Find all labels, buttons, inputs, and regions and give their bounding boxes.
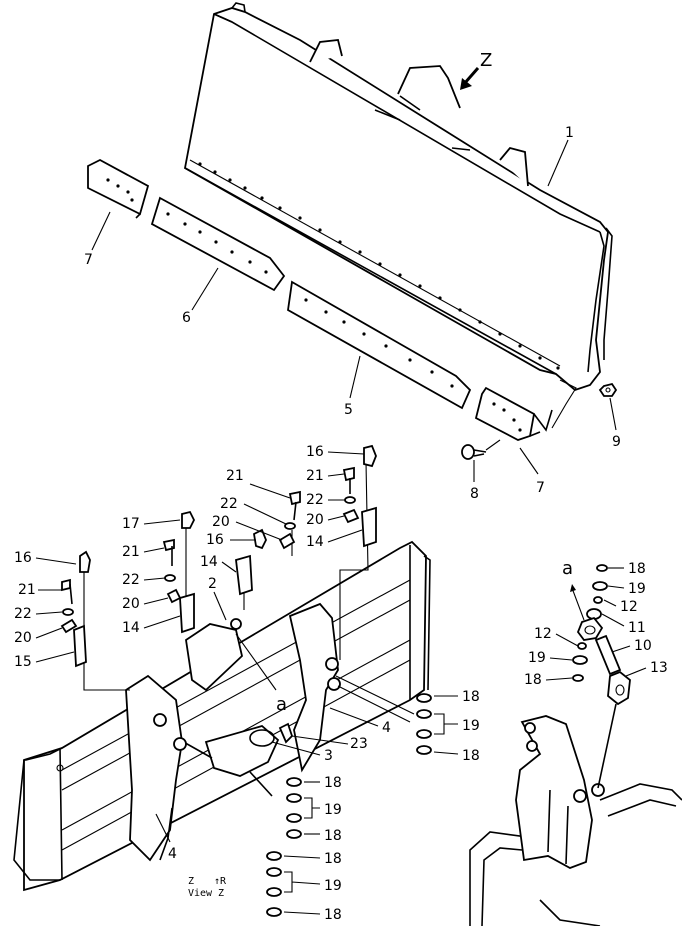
callout-19-middle: 19 [324, 802, 342, 818]
callout-7-right: 7 [536, 480, 545, 496]
view-caption-line1: Z [188, 876, 194, 887]
callout-a-frame: a [276, 694, 287, 715]
cutting-edge-left [150, 196, 286, 292]
callout-22-center: 22 [220, 496, 238, 512]
callout-20-right: 20 [306, 512, 324, 528]
callout-10: 10 [634, 638, 652, 654]
detail-a-brace-assembly [570, 564, 631, 789]
callout-5: 5 [344, 402, 353, 418]
fastener-stack-left [60, 550, 91, 668]
view-caption-arrow: ↑R [214, 876, 227, 887]
blade [183, 2, 613, 392]
callout-19-detail-upper: 19 [628, 581, 646, 597]
callout-23: 23 [350, 736, 368, 752]
callout-1: 1 [565, 125, 574, 141]
end-bit-right [474, 386, 553, 441]
callout-12-detail-upper: 12 [620, 599, 638, 615]
end-bit-left [87, 158, 150, 219]
callout-2: 2 [208, 576, 217, 592]
callout-22-right: 22 [306, 492, 324, 508]
callout-18-middle-a: 18 [324, 775, 342, 791]
callout-14-center: 14 [200, 554, 218, 570]
callout-18-upper-right-a: 18 [462, 689, 480, 705]
callout-16-right: 16 [306, 444, 324, 460]
nut-9 [598, 382, 618, 397]
assembly-guide-lines [83, 461, 415, 723]
view-caption-line2: View [188, 888, 213, 899]
view-caption-sub: Z [218, 888, 224, 899]
callout-4-right: 4 [382, 720, 391, 736]
callout-a-detail: a [562, 558, 573, 579]
callout-19-upper-right: 19 [462, 718, 480, 734]
callout-6: 6 [182, 310, 191, 326]
callout-19-detail-lower: 19 [528, 650, 546, 666]
callout-14-right: 14 [306, 534, 324, 550]
callout-17: 17 [122, 516, 140, 532]
fastener-stack-right [342, 444, 377, 548]
bolt-8 [461, 439, 501, 460]
view-z-arrow: Z [460, 50, 492, 90]
callout-7-left: 7 [84, 252, 93, 268]
callout-18-bottom-b: 18 [324, 907, 342, 923]
callout-21-center: 21 [226, 468, 244, 484]
callout-16-left: 16 [14, 550, 32, 566]
callout-19-bottom: 19 [324, 878, 342, 894]
fastener-stack-center [235, 490, 301, 596]
callout-20-left: 20 [14, 630, 32, 646]
blade-bolt-holes [198, 162, 560, 370]
callout-18-middle-b: 18 [324, 828, 342, 844]
shim-stack-bottom [266, 851, 282, 917]
cutting-edge-center [287, 280, 472, 410]
callout-3: 3 [324, 748, 333, 764]
callout-8: 8 [470, 486, 479, 502]
callout-18-detail-lower: 18 [524, 672, 542, 688]
callout-20-center-left: 20 [122, 596, 140, 612]
detail-a-tractor-frame [469, 715, 682, 926]
callout-22-center-left: 22 [122, 572, 140, 588]
callout-11: 11 [628, 620, 646, 636]
callout-18-upper-right-b: 18 [462, 748, 480, 764]
callout-13: 13 [650, 660, 668, 676]
lower-blade-and-frame [13, 540, 431, 892]
callout-16-center: 16 [206, 532, 224, 548]
view-z-label: Z [480, 50, 492, 71]
shim-stack-upper-right [416, 693, 432, 755]
callout-21-right: 21 [306, 468, 324, 484]
callout-15: 15 [14, 654, 32, 670]
callout-4-left: 4 [168, 846, 177, 862]
callout-20-center: 20 [212, 514, 230, 530]
callout-21-center-left: 21 [122, 544, 140, 560]
callout-18-detail-upper: 18 [628, 561, 646, 577]
callout-9: 9 [612, 434, 621, 450]
callout-21-left: 21 [18, 582, 36, 598]
fastener-stack-center-left [162, 510, 196, 634]
view-z-caption: Z ↑R View Z [188, 876, 227, 899]
callout-18-bottom-a: 18 [324, 851, 342, 867]
callout-22-left: 22 [14, 606, 32, 622]
callout-12-detail-lower: 12 [534, 626, 552, 642]
callout-14-center-left: 14 [122, 620, 140, 636]
shim-stack-middle [286, 777, 302, 839]
